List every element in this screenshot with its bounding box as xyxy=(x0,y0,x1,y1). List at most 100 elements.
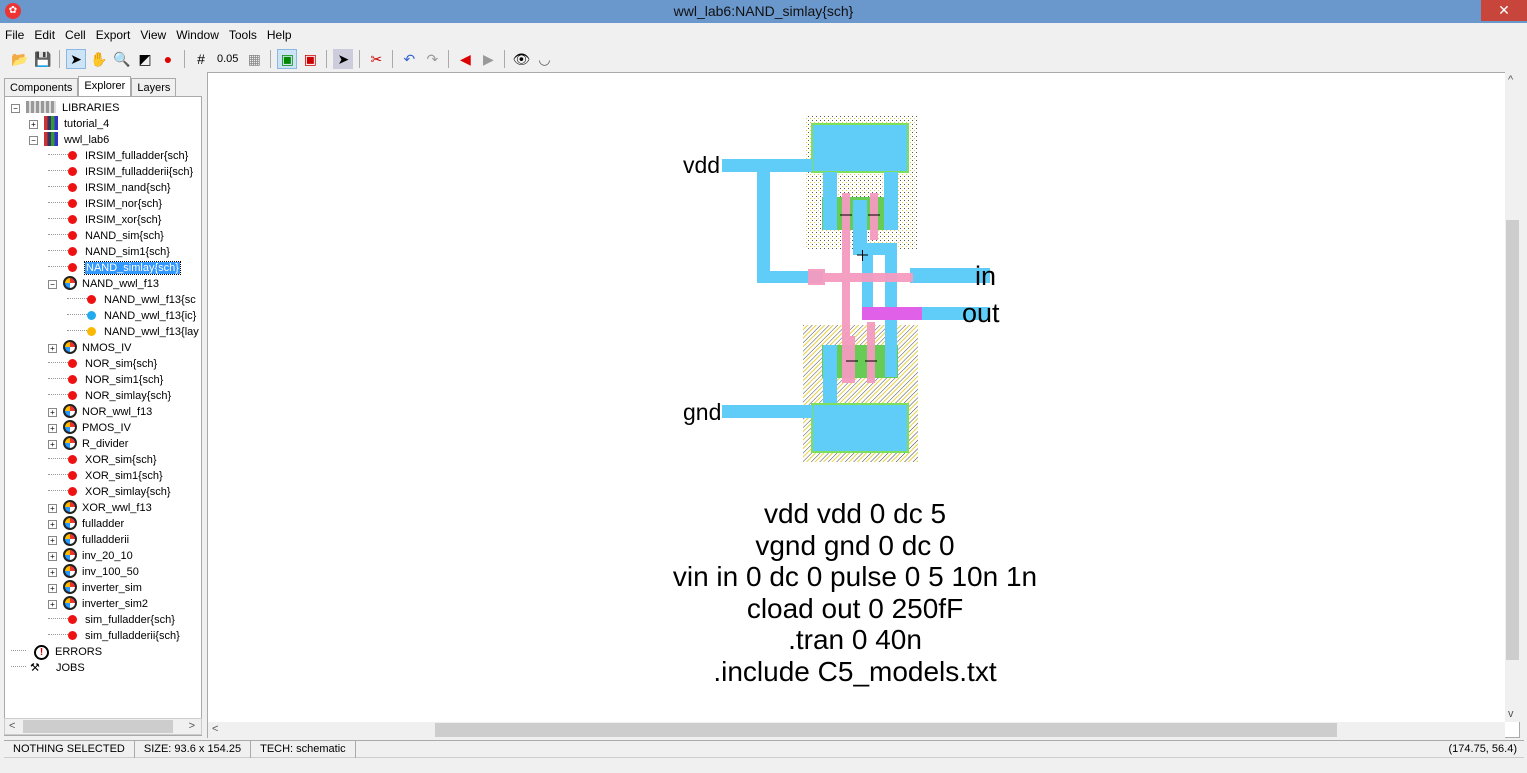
tab-explorer[interactable]: Explorer xyxy=(78,76,132,96)
tree-item[interactable]: +fulladderii xyxy=(48,532,129,548)
expand-icon[interactable]: + xyxy=(48,536,57,545)
tree-item[interactable]: NAND_wwl_f13{lay xyxy=(67,324,199,340)
expand-icon[interactable]: + xyxy=(48,344,57,353)
collapse-icon[interactable]: − xyxy=(29,136,38,145)
expand-icon[interactable]: + xyxy=(48,520,57,529)
eye-closed-icon[interactable]: ◡ xyxy=(538,50,551,67)
tab-components[interactable]: Components xyxy=(4,78,79,96)
cell-view-icon xyxy=(68,231,77,240)
tree-item[interactable]: XOR_sim1{sch} xyxy=(48,468,163,484)
open-folder-icon[interactable]: 📂 xyxy=(11,50,29,67)
expand-icon[interactable]: + xyxy=(48,504,57,513)
expand-icon[interactable]: + xyxy=(48,552,57,561)
tree-item[interactable]: +fulladder xyxy=(48,516,124,532)
grid-smaller-icon[interactable]: ▦ xyxy=(247,50,262,67)
tree-item[interactable]: +tutorial_4 xyxy=(29,116,109,132)
spice-line: .include C5_models.txt xyxy=(713,655,997,687)
tree-item-label: NAND_wwl_f13 xyxy=(82,278,160,290)
cell-view-icon xyxy=(68,151,77,160)
tree-item[interactable]: NAND_sim{sch} xyxy=(48,228,164,244)
tree-item[interactable]: IRSIM_nand{sch} xyxy=(48,180,171,196)
vertical-scroll-thumb[interactable] xyxy=(1506,220,1519,660)
redo-icon[interactable]: ↷ xyxy=(426,50,439,67)
expand-icon[interactable]: + xyxy=(48,584,57,593)
tree-item[interactable]: IRSIM_xor{sch} xyxy=(48,212,161,228)
tree-item[interactable]: IRSIM_nor{sch} xyxy=(48,196,162,212)
tree-item[interactable]: XOR_simlay{sch} xyxy=(48,484,171,500)
tree-item[interactable]: sim_fulladderii{sch} xyxy=(48,628,180,644)
menu-window[interactable]: Window xyxy=(176,28,219,42)
measure-icon[interactable]: ● xyxy=(163,51,173,67)
tree-item[interactable]: + inverter_sim2 xyxy=(48,596,148,612)
tree-item[interactable]: +inv_20_10 xyxy=(48,548,133,564)
tree-item[interactable]: NAND_sim1{sch} xyxy=(48,244,170,260)
tree-item[interactable]: +R_divider xyxy=(48,436,128,452)
menu-cell[interactable]: Cell xyxy=(65,28,86,42)
menu-help[interactable]: Help xyxy=(266,28,292,42)
tree-horizontal-scrollbar[interactable]: < > xyxy=(4,718,202,735)
expand-icon[interactable]: + xyxy=(48,440,57,449)
tree-item[interactable]: +inv_100_50 xyxy=(48,564,139,580)
jobs-icon: ⚒ xyxy=(30,662,40,674)
area-select-icon[interactable]: ▣ xyxy=(303,50,318,67)
close-button[interactable]: ✕ xyxy=(1481,0,1527,21)
expand-icon[interactable]: + xyxy=(48,600,57,609)
full-select-icon[interactable]: ▣ xyxy=(277,49,298,69)
back-arrow-icon[interactable]: ◀ xyxy=(460,50,471,67)
tree-item[interactable]: NOR_sim{sch} xyxy=(48,356,157,372)
tree-item[interactable]: IRSIM_fulladder{sch} xyxy=(48,148,188,164)
tree-item[interactable]: + XOR_wwl_f13 xyxy=(48,500,152,516)
tree-item[interactable]: +NOR_wwl_f13 xyxy=(48,404,152,420)
expand-icon[interactable]: + xyxy=(48,568,57,577)
expand-icon[interactable]: + xyxy=(29,120,38,129)
spice-line: vgnd gnd 0 dc 0 xyxy=(755,529,955,561)
tree-item-label: inverter_sim xyxy=(82,582,142,594)
tree-item[interactable]: IRSIM_fulladderii{sch} xyxy=(48,164,193,180)
menu-file[interactable]: File xyxy=(5,28,25,42)
tree-item[interactable]: sim_fulladder{sch} xyxy=(48,612,175,628)
tree-item[interactable]: XOR_sim{sch} xyxy=(48,452,157,468)
tree-item[interactable]: −wwl_lab6 xyxy=(29,132,109,148)
tree-item-label: NOR_sim{sch} xyxy=(85,358,158,370)
tools-icon[interactable]: ✂ xyxy=(370,50,383,67)
cursor-coordinates: (174.75, 56.4) xyxy=(1448,743,1518,755)
tree-item[interactable]: NAND_wwl_f13{sc xyxy=(67,292,196,308)
tree-item[interactable]: NOR_simlay{sch} xyxy=(48,388,171,404)
horizontal-scroll-thumb[interactable] xyxy=(435,723,1337,737)
expand-icon[interactable]: + xyxy=(48,424,57,433)
select-arrow-icon[interactable]: ➤ xyxy=(66,49,86,69)
grid-value: 0.05 xyxy=(217,53,239,65)
menu-edit[interactable]: Edit xyxy=(34,28,56,42)
outline-edit-icon[interactable]: ◩ xyxy=(138,50,152,67)
menu-tools[interactable]: Tools xyxy=(228,28,257,42)
tree-item[interactable]: NAND_simlay{sch} xyxy=(48,260,181,276)
tree-item[interactable]: +PMOS_IV xyxy=(48,420,131,436)
tree-item-label: XOR_wwl_f13 xyxy=(82,502,152,514)
collapse-icon[interactable]: − xyxy=(11,104,20,113)
tree-item[interactable]: NAND_wwl_f13{ic} xyxy=(67,308,196,324)
tree-item[interactable]: + inverter_sim xyxy=(48,580,142,596)
pan-hand-icon[interactable]: ✋ xyxy=(90,50,108,67)
tree-item[interactable]: !ERRORS xyxy=(11,644,102,660)
menu-view[interactable]: View xyxy=(140,28,167,42)
eye-open-icon[interactable]: 👁 xyxy=(512,50,531,67)
expand-icon[interactable]: + xyxy=(48,408,57,417)
forward-arrow-icon[interactable]: ▶ xyxy=(483,50,494,67)
grid-larger-icon[interactable]: # xyxy=(197,51,205,67)
save-icon[interactable]: 💾 xyxy=(34,50,52,67)
tree-item[interactable]: +NMOS_IV xyxy=(48,340,132,356)
tree-item[interactable]: ⚒JOBS xyxy=(11,660,85,676)
tree-item-label: NAND_wwl_f13{sc xyxy=(104,294,196,306)
undo-icon[interactable]: ↶ xyxy=(403,50,416,67)
tree-item[interactable]: NOR_sim1{sch} xyxy=(48,372,163,388)
special-select-icon[interactable]: ➤ xyxy=(333,49,354,69)
spice-code-text: vdd vdd 0 dc 5 vgnd gnd 0 dc 0 vin in 0 … xyxy=(600,498,1110,687)
tree-item-label: inverter_sim2 xyxy=(82,598,149,610)
tree-item[interactable]: −LIBRARIES xyxy=(11,100,119,116)
collapse-icon[interactable]: − xyxy=(48,280,57,289)
tree-item[interactable]: − NAND_wwl_f13 xyxy=(48,276,159,292)
menu-export[interactable]: Export xyxy=(95,28,131,42)
tab-layers[interactable]: Layers xyxy=(131,78,177,96)
zoom-icon[interactable]: 🔍 xyxy=(113,50,131,67)
